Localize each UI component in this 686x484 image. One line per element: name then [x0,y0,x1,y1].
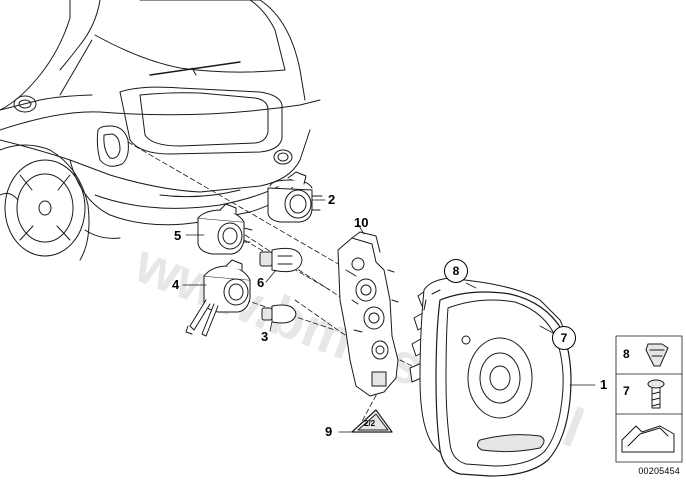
part-9-warning-label [351,409,393,433]
legend-number-7: 7 [623,384,630,398]
warning-symbol-text: 2/2 [364,419,376,428]
callout-7-circle: 7 [552,326,576,350]
callout-6: 6 [257,275,265,290]
callout-leaders [182,199,596,433]
legend-number-8: 8 [623,347,630,361]
part-4-bulb-socket [185,259,251,337]
callout-4: 4 [172,277,180,292]
callout-2: 2 [328,192,336,207]
callout-8-circle: 8 [444,259,468,283]
callout-3: 3 [261,329,269,344]
part-3-bulb [261,304,297,324]
legend-panel [615,335,683,463]
callout-10: 10 [354,215,369,230]
callout-5: 5 [174,228,182,243]
car-rear-illustration [0,0,321,261]
part-10-bulb-holder [337,231,399,397]
part-2-bulb-socket [267,171,323,223]
part-1-tail-light [409,277,572,477]
diagram-id: 00205454 [638,466,680,476]
part-5-bulb-socket [197,203,253,255]
part-6-bulb [259,247,303,273]
callout-1: 1 [600,377,608,392]
callout-9: 9 [325,424,333,439]
